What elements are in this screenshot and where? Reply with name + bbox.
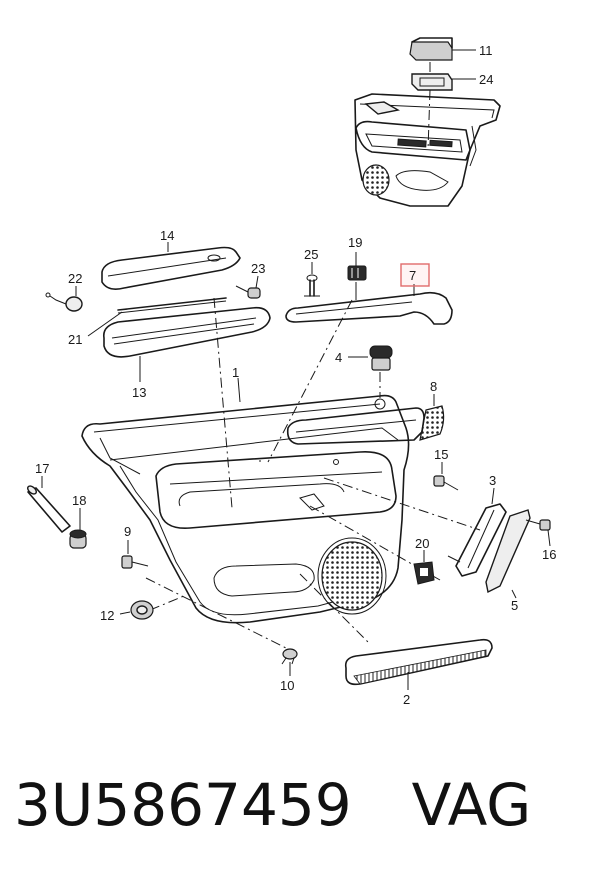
- part-18-cap: [69, 508, 87, 549]
- callout-17: 17: [35, 461, 49, 476]
- exploded-parts-diagram: 11 24 14 25 19 7 22 23 21 13 4 1 8 17 18…: [27, 37, 556, 707]
- assembly-lines: [145, 297, 481, 651]
- part-15-screw: [433, 462, 459, 491]
- part-9-screw: [121, 540, 149, 569]
- part-5-handle-trim: [485, 509, 531, 599]
- part-12-grommet: [119, 600, 154, 620]
- part-7-trim-strip: [285, 284, 453, 325]
- callout-10: 10: [280, 678, 294, 693]
- callout-4: 4: [335, 350, 342, 365]
- part-16-screw: [525, 519, 551, 547]
- callout-2: 2: [403, 692, 410, 707]
- part-25-clip: [304, 262, 320, 297]
- callout-22: 22: [68, 271, 82, 286]
- callout-14: 14: [160, 228, 174, 243]
- callout-23: 23: [251, 261, 265, 276]
- callout-20: 20: [415, 536, 429, 551]
- part-19-clip: [347, 252, 367, 300]
- callout-25: 25: [304, 247, 318, 262]
- part-1-door-panel: [81, 377, 425, 624]
- part-number: 3U5867459: [14, 771, 352, 839]
- callout-21: 21: [68, 332, 82, 347]
- part-2-seal: [344, 638, 493, 690]
- callout-labels: 11 24 14 25 19 7 22 23 21 13 4 1 8 17 18…: [35, 43, 556, 707]
- callout-3: 3: [489, 473, 496, 488]
- callout-24: 24: [479, 72, 493, 87]
- part-13-armrest-base: [102, 306, 271, 382]
- part-8-speaker-grille: [419, 394, 445, 441]
- callout-9: 9: [124, 524, 131, 539]
- footer-caption: 3U5867459 VAG: [14, 760, 594, 850]
- callout-19: 19: [348, 235, 362, 250]
- part-22-cap: [45, 286, 83, 312]
- callout-18: 18: [72, 493, 86, 508]
- callout-15: 15: [434, 447, 448, 462]
- part-24-frame: [411, 62, 476, 151]
- callout-1: 1: [232, 365, 239, 380]
- part-21-trim-strip: [87, 297, 227, 337]
- callout-11: 11: [479, 43, 493, 58]
- highlight-box: [400, 263, 430, 287]
- door-overview: [354, 37, 501, 207]
- part-3-door-handle: [447, 487, 507, 577]
- callout-16: 16: [542, 547, 556, 562]
- callout-12: 12: [100, 608, 114, 623]
- callout-5: 5: [511, 598, 518, 613]
- part-14-armrest-cover: [101, 242, 241, 290]
- callout-8: 8: [430, 379, 437, 394]
- part-23-screw: [235, 275, 261, 299]
- part-4-switch: [348, 345, 393, 398]
- part-20-clip: [413, 550, 435, 585]
- part-10-screw: [281, 648, 298, 676]
- part-17-rod: [27, 476, 71, 533]
- brand-name: VAG: [411, 771, 532, 839]
- callout-7: 7: [409, 268, 416, 283]
- callout-13: 13: [132, 385, 146, 400]
- part-11-cover: [409, 37, 476, 61]
